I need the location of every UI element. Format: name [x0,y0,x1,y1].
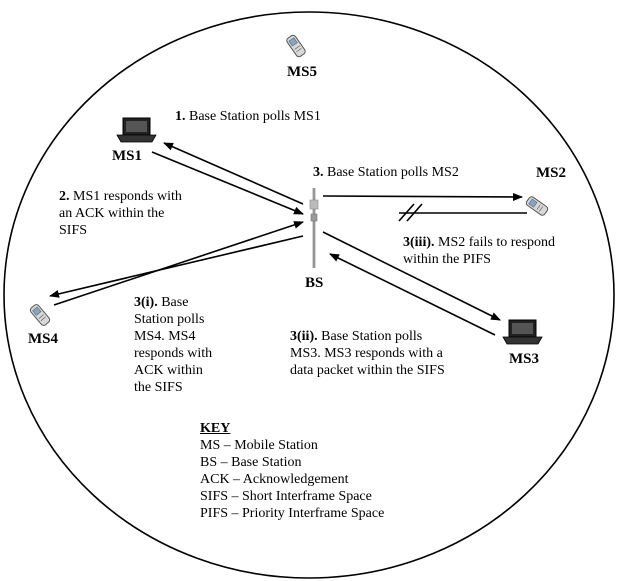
arrow-bs-poll-ms4 [49,235,304,298]
ms5-label: MS5 [287,64,317,80]
ms2-label: MS2 [536,165,566,181]
key-item: BS – Base Station [200,455,302,470]
key-item: SIFS – Short Interframe Space [200,489,372,504]
arrow-bs-poll-ms3 [322,231,501,321]
key-item: PIFS – Priority Interframe Space [200,506,385,521]
ms5-phone-icon [286,34,306,58]
ms4-label: MS4 [28,331,58,347]
ms4-phone-icon [29,304,51,326]
arrow-ms4-ack-bs [53,221,304,306]
step-2-label: 2. MS1 responds with an ACK within the S… [59,189,182,238]
arrow-ms3-data-bs [329,253,496,336]
ms3-laptop-icon [502,319,543,345]
step-3-label: 3. Base Station polls MS2 [313,165,459,180]
base-station-antenna-icon [309,188,319,268]
fail-break-mark-2 [406,203,423,222]
key-item: MS – Mobile Station [200,438,318,453]
key-item: ACK – Acknowledgement [200,472,349,487]
coverage-boundary [3,11,615,579]
key-legend: KEY MS – Mobile Station BS – Base Statio… [200,420,384,522]
key-title: KEY [200,421,231,436]
fail-break-mark-1 [398,203,415,222]
step-3i-label: 3(i). Base Station polls MS4. MS4 respon… [134,295,213,395]
step-1-label: 1. Base Station polls MS1 [175,109,321,124]
ms1-label: MS1 [112,148,142,164]
step-3ii-label: 3(ii). Base Station polls MS3. MS3 respo… [290,329,445,378]
arrow-bs-poll-ms2 [322,192,523,201]
bs-label: BS [305,275,324,291]
arrow-bs-poll-ms1 [163,142,304,205]
ms1-laptop-icon [116,117,157,143]
ms2-phone-icon [525,196,549,216]
ms3-label: MS3 [509,351,539,367]
step-3iii-label: 3(iii). MS2 fails to respond within the … [403,235,556,267]
arrow-ms1-ack-bs [151,151,304,215]
